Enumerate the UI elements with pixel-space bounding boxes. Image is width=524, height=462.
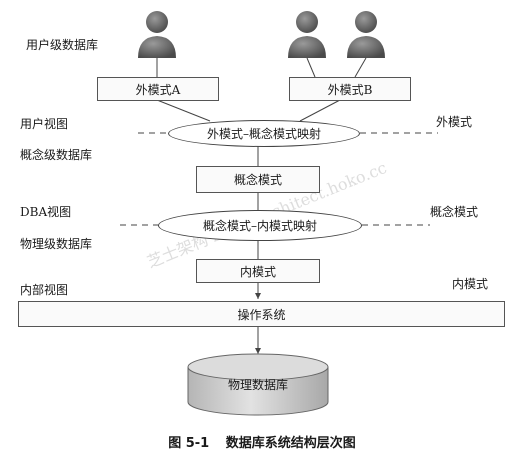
figure-caption: 图 5-1 数据库系统结构层次图 — [0, 432, 524, 451]
label-concept-right: 概念模式 — [430, 205, 479, 219]
external-schema-a-box: 外模式A — [97, 77, 219, 101]
label-external-right: 外模式 — [436, 115, 473, 129]
figure-number: 图 5-1 — [168, 436, 210, 451]
physical-database-cylinder — [187, 353, 329, 416]
external-schema-b-box: 外模式B — [289, 77, 411, 101]
internal-schema-box: 内模式 — [196, 259, 320, 283]
external-schema-b-label: 外模式B — [327, 82, 373, 97]
label-dba-view: DBA视图 — [20, 205, 72, 219]
external-conceptual-mapping-label: 外模式–概念模式映射 — [206, 127, 321, 141]
external-schema-a-label: 外模式A — [135, 82, 181, 97]
conceptual-schema-label: 概念模式 — [233, 173, 282, 187]
operating-system-box: 操作系统 — [18, 301, 505, 327]
label-physical-db: 物理级数据库 — [20, 237, 93, 251]
connector-line — [299, 99, 341, 122]
connector-line — [156, 99, 211, 122]
label-internal-view: 内部视图 — [20, 283, 69, 297]
conceptual-internal-mapping-ellipse: 概念模式–内模式映射 — [158, 210, 362, 241]
connector-line — [306, 57, 316, 78]
label-internal-right: 内模式 — [452, 277, 489, 291]
label-concept-db: 概念级数据库 — [20, 148, 93, 162]
external-conceptual-mapping-ellipse: 外模式–概念模式映射 — [168, 120, 360, 147]
internal-schema-label: 内模式 — [239, 264, 276, 279]
user-person-icon — [138, 11, 176, 58]
label-user-db: 用户级数据库 — [26, 38, 99, 52]
user-person-icon — [288, 11, 326, 58]
conceptual-schema-box: 概念模式 — [196, 166, 320, 193]
operating-system-label: 操作系统 — [237, 307, 286, 322]
figure-title: 数据库系统结构层次图 — [225, 436, 356, 451]
physical-database-label: 物理数据库 — [227, 378, 288, 392]
label-user-view: 用户视图 — [20, 117, 69, 131]
conceptual-internal-mapping-label: 概念模式–内模式映射 — [202, 219, 317, 233]
connector-line — [354, 57, 367, 78]
user-person-icon — [347, 11, 385, 58]
